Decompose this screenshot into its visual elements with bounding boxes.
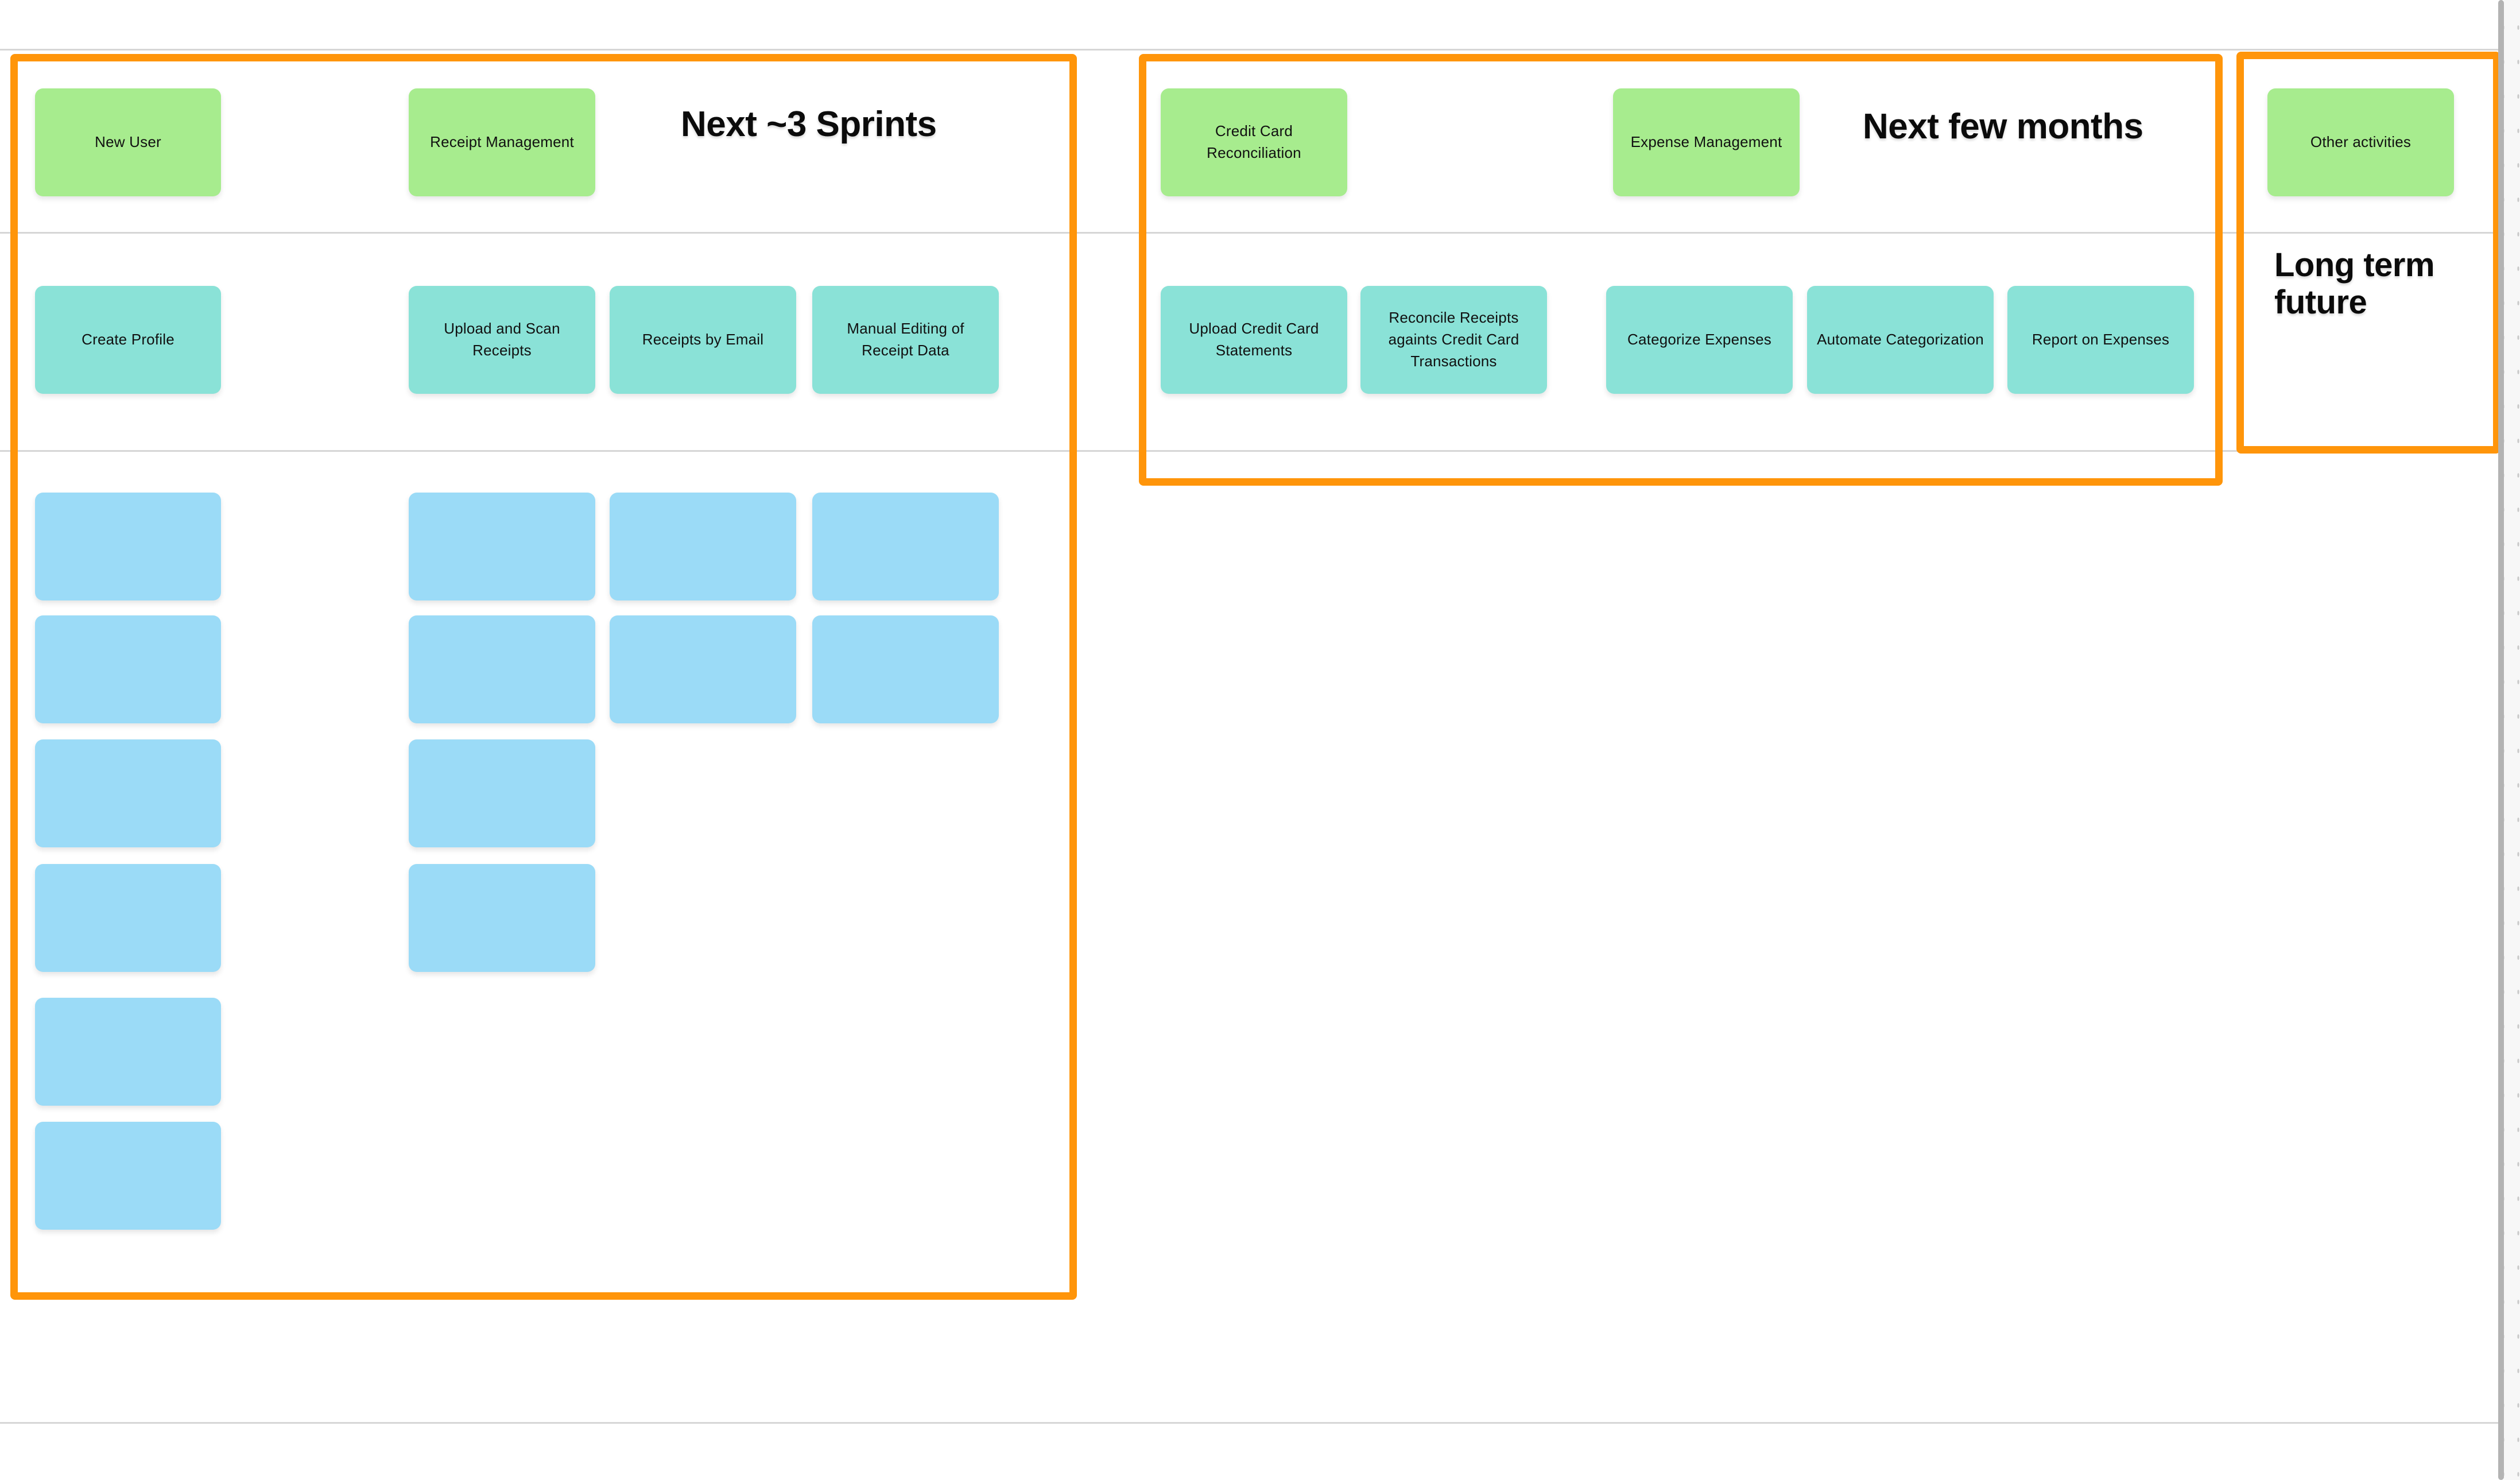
card-label: Credit Card Reconciliation: [1207, 122, 1301, 161]
card-label: Upload and Scan Receipts: [444, 320, 560, 359]
group-title-next-few-months: Next few months: [1863, 107, 2143, 146]
story-card[interactable]: [35, 739, 221, 847]
card-label: Manual Editing of Receipt Data: [847, 320, 964, 359]
lane-divider-top: [0, 49, 2504, 51]
card-label: Create Profile: [82, 331, 175, 348]
card-label: Upload Credit Card Statements: [1189, 320, 1319, 359]
story-card[interactable]: [35, 864, 221, 972]
group-frame-next-3-sprints[interactable]: [10, 54, 1077, 1300]
story-card[interactable]: [35, 493, 221, 600]
group-title-long-term-future: Long term future: [2274, 246, 2435, 321]
story-card[interactable]: [610, 615, 796, 723]
activity-card-receipt-management[interactable]: Receipt Management: [409, 88, 595, 196]
card-label: Report on Expenses: [2031, 331, 2170, 348]
task-card-create-profile[interactable]: Create Profile: [35, 286, 221, 394]
card-label: Receipts by Email: [642, 331, 764, 348]
lane-divider-bottom: [0, 1422, 2504, 1424]
story-card[interactable]: [409, 493, 595, 600]
task-card-receipts-by-email[interactable]: Receipts by Email: [610, 286, 796, 394]
card-label: New User: [95, 133, 161, 151]
task-card-upload-credit-card-statements[interactable]: Upload Credit Card Statements: [1161, 286, 1347, 394]
story-card[interactable]: [35, 1122, 221, 1230]
story-card[interactable]: [409, 864, 595, 972]
card-label: Reconcile Receipts againts Credit Card T…: [1388, 309, 1519, 370]
task-card-upload-and-scan-receipts[interactable]: Upload and Scan Receipts: [409, 286, 595, 394]
lane-divider-tasks: [0, 450, 2504, 452]
task-card-reconcile-receipts[interactable]: Reconcile Receipts againts Credit Card T…: [1360, 286, 1547, 394]
story-card[interactable]: [409, 615, 595, 723]
card-label: Expense Management: [1630, 133, 1782, 151]
card-label: Automate Categorization: [1817, 331, 1984, 348]
activity-card-credit-card-reconciliation[interactable]: Credit Card Reconciliation: [1161, 88, 1347, 196]
task-card-manual-editing-of-receipt-data[interactable]: Manual Editing of Receipt Data: [812, 286, 999, 394]
lane-divider-activities: [0, 232, 2504, 234]
story-card[interactable]: [812, 615, 999, 723]
card-label: Categorize Expenses: [1627, 331, 1771, 348]
group-frame-next-few-months[interactable]: [1139, 54, 2223, 486]
task-card-automate-categorization[interactable]: Automate Categorization: [1807, 286, 1994, 394]
task-card-report-on-expenses[interactable]: Report on Expenses: [2007, 286, 2194, 394]
group-title-next-3-sprints: Next ~3 Sprints: [681, 104, 937, 144]
activity-card-other-activities[interactable]: Other activities: [2267, 88, 2454, 196]
card-label: Other activities: [2310, 133, 2412, 151]
story-card[interactable]: [35, 615, 221, 723]
story-card[interactable]: [409, 739, 595, 847]
canvas-dot-grid: [2504, 0, 2520, 1480]
activity-card-new-user[interactable]: New User: [35, 88, 221, 196]
activity-card-expense-management[interactable]: Expense Management: [1613, 88, 1800, 196]
story-card[interactable]: [610, 493, 796, 600]
story-card[interactable]: [35, 998, 221, 1106]
card-label: Receipt Management: [430, 133, 574, 151]
vertical-scrollbar-thumb[interactable]: [2498, 0, 2504, 1480]
story-card[interactable]: [812, 493, 999, 600]
task-card-categorize-expenses[interactable]: Categorize Expenses: [1606, 286, 1793, 394]
